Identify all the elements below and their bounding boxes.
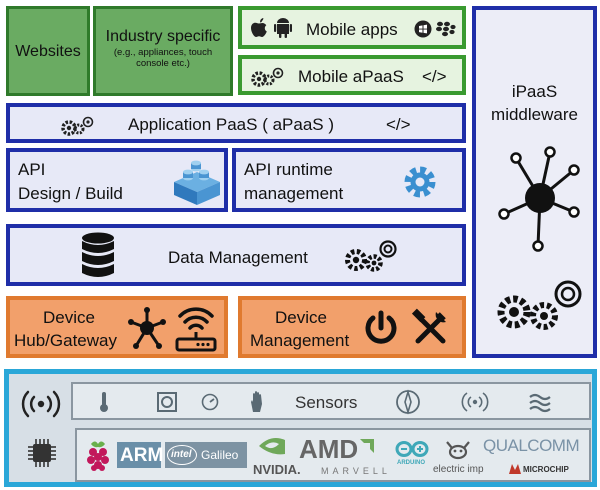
nvidia-eye-icon: [259, 438, 285, 455]
sensors-bar: Sensors: [71, 382, 591, 420]
android-icon: [274, 18, 292, 38]
chip-icon: [28, 439, 56, 467]
gear-icon: [404, 166, 436, 198]
qualcomm-text: QUALCOMM: [483, 436, 580, 455]
application-paas-box: Application PaaS ( aPaaS ) </>: [6, 103, 466, 143]
compass-icon: [396, 389, 420, 415]
database-icon: [82, 232, 114, 277]
hardware-vendors-bar: ARM intel Galileo NVIDIA. AMD MARVELL: [75, 428, 591, 482]
amd-text: AMD: [299, 434, 359, 464]
data-management-label: Data Management: [168, 248, 308, 267]
arduino-logo: [395, 441, 429, 457]
ipaas-middleware-box: iPaaS middleware: [472, 6, 597, 358]
mobile-apps-box: Mobile apps: [238, 6, 466, 49]
api-runtime-line1: API runtime: [244, 160, 333, 179]
mobile-apaas-label: Mobile aPaaS: [298, 67, 404, 86]
radio-waves-icon: [21, 390, 61, 418]
gears-icon-large: [497, 280, 582, 330]
api-runtime-box: API runtime management: [232, 148, 466, 212]
api-design-line2: Design / Build: [18, 184, 123, 203]
data-management-box: Data Management: [6, 224, 466, 286]
microchip-logo-icon: [509, 464, 521, 474]
device-mgmt-line2: Management: [250, 331, 350, 350]
amd-arrow-icon: [360, 439, 374, 453]
power-icon: [365, 310, 397, 344]
gears-icon: [251, 67, 284, 87]
windows-phone-icon: [414, 20, 432, 38]
electric-imp-text: electric imp: [433, 464, 484, 475]
arm-logo: ARM: [117, 442, 164, 468]
building-block-icon: [174, 160, 220, 205]
device-hub-line2: Hub/Gateway: [14, 331, 117, 350]
blackberry-icon: [436, 21, 456, 37]
intel-galileo-logo: intel Galileo: [165, 442, 247, 468]
mobile-apps-label: Mobile apps: [306, 20, 398, 39]
waves-icon: [529, 393, 551, 413]
industry-specific-box: Industry specific (e.g., appliances, tou…: [93, 6, 233, 96]
marvell-text: MARVELL: [321, 466, 391, 476]
api-design-build-box: API Design / Build: [6, 148, 228, 212]
api-design-line1: API: [18, 160, 46, 179]
wifi-router-icon: [175, 307, 217, 352]
raspberry-pi-logo: [87, 441, 109, 471]
mobile-apaas-box: Mobile aPaaS </>: [238, 55, 466, 95]
signal-icon: [461, 392, 489, 412]
galileo-text: Galileo: [201, 448, 239, 462]
microchip-text: MICROCHIP: [523, 465, 569, 474]
arm-logo-text: ARM: [120, 445, 164, 466]
arduino-text: ARDUINO: [397, 460, 425, 466]
websites-box: Websites: [6, 6, 90, 96]
device-mgmt-line1: Device: [275, 308, 327, 327]
apple-icon: [251, 18, 267, 37]
device-management-box: Device Management: [238, 296, 466, 358]
gears-icon: [61, 116, 94, 136]
gears-icon: [345, 240, 397, 272]
code-icon: </>: [422, 67, 447, 86]
nvidia-text: NVIDIA.: [253, 462, 301, 477]
hand-touch-icon: [251, 391, 262, 412]
intel-badge-text: intel: [171, 449, 192, 460]
sensors-label: Sensors: [295, 393, 358, 412]
application-paas-label: Application PaaS ( aPaaS ): [128, 115, 335, 134]
gauge-icon: [201, 393, 219, 411]
industry-specific-subtitle: (e.g., appliances, touch console etc.): [113, 47, 213, 69]
api-runtime-line2: management: [244, 184, 344, 203]
ipaas-title: iPaaS: [511, 82, 558, 101]
websites-label: Websites: [15, 43, 81, 60]
device-hub-gateway-box: Device Hub/Gateway: [6, 296, 228, 358]
ipaas-subtitle: middleware: [491, 105, 578, 124]
device-hub-line1: Device: [43, 308, 95, 327]
code-icon: </>: [386, 115, 411, 134]
intel-badge: intel: [167, 445, 197, 465]
electric-imp-logo: [446, 441, 470, 460]
hardware-layer-box: Sensors: [4, 369, 597, 487]
network-hub-icon: [498, 146, 580, 252]
industry-specific-title: Industry specific: [105, 28, 221, 45]
network-hub-icon: [128, 307, 166, 349]
camera-sensor-icon: [157, 392, 177, 412]
thermometer-icon: [100, 392, 108, 412]
tools-icon: [411, 308, 446, 344]
